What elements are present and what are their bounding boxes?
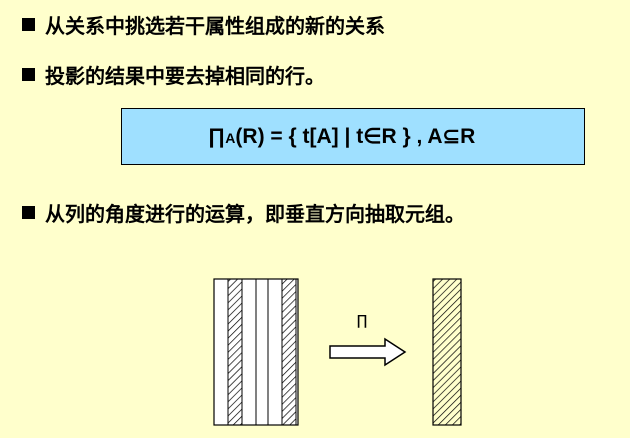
bullet-item-2: 投影的结果中要去掉相同的行。 [22,60,325,89]
bullet-square-icon [22,206,35,219]
bullet-item-3: 从列的角度进行的运算，即垂直方向抽取元组。 [22,198,465,227]
bullet-square-icon [22,68,35,81]
projection-operator-label: ∏ [357,313,368,329]
hatched-column-b [281,278,297,426]
hatched-column-a [227,278,243,426]
projection-symbol: ∏ [208,125,226,148]
source-relation-table [213,278,299,426]
formula-body: (R) = { t[A] | t∈R } , A⊆R [235,125,476,148]
bullet-text-3: 从列的角度进行的运算，即垂直方向抽取元组。 [45,202,465,226]
formula-subscript: A [225,130,236,146]
bullet-text-1: 从关系中挑选若干属性组成的新的关系 [45,14,385,38]
formula-box: ∏A(R) = { t[A] | t∈R } , A⊆R [121,108,585,165]
bullet-text-2: 投影的结果中要去掉相同的行。 [45,64,325,88]
right-arrow-icon [329,337,407,367]
bullet-item-1: 从关系中挑选若干属性组成的新的关系 [22,10,385,39]
bullet-square-icon [22,18,35,31]
result-relation-table [432,278,462,426]
projection-formula: ∏A(R) = { t[A] | t∈R } , A⊆R [208,124,475,149]
